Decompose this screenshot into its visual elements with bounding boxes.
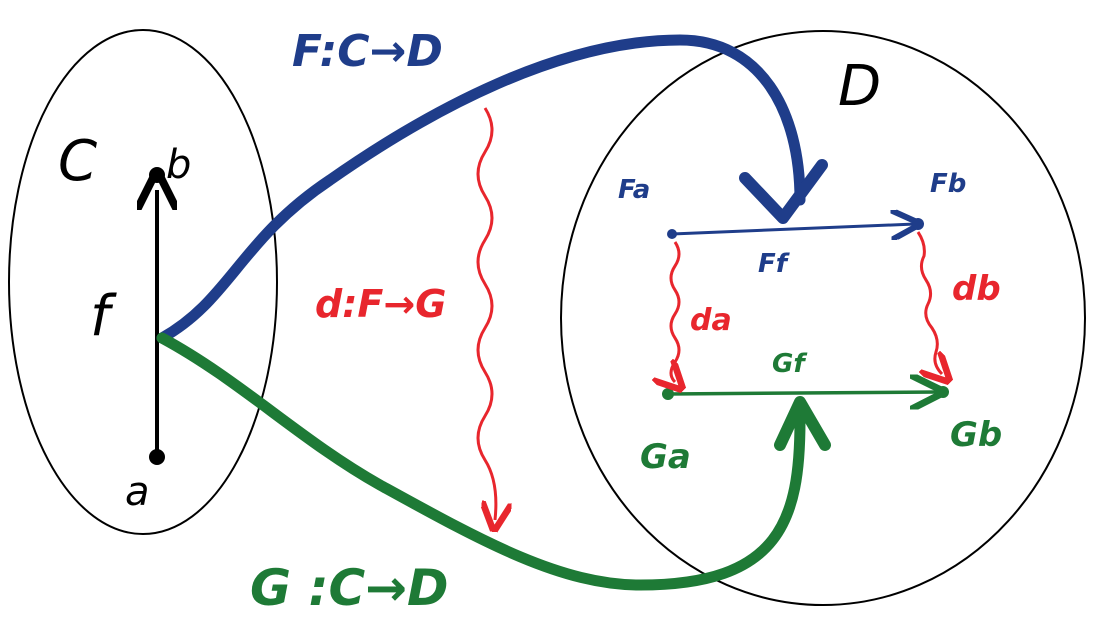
functor-G-arrowhead: [774, 396, 831, 451]
functor-G-label: G :C→D: [250, 559, 449, 617]
category-c-ellipse: [8, 29, 278, 535]
functor-F-label: F:C→D: [292, 26, 443, 77]
functor-F-curve: [156, 34, 806, 344]
Ff-label: Ff: [758, 249, 791, 279]
da-label: da: [690, 303, 732, 338]
category-c-label: C: [58, 129, 97, 194]
object-a-label: a: [125, 469, 150, 515]
db-wavy-arrow: [916, 231, 942, 374]
category-d-label: D: [838, 54, 881, 119]
Gb-dot: [937, 386, 949, 398]
Ga-label: Ga: [640, 437, 691, 477]
Gb-label: Gb: [950, 415, 1002, 455]
Gf-arrow: [667, 392, 938, 394]
Fb-label: Fb: [930, 169, 966, 199]
Ff-arrow: [671, 224, 915, 234]
da-wavy-arrow: [671, 241, 679, 382]
morphism-f-label: f: [90, 284, 117, 349]
Fa-dot: [667, 229, 677, 239]
Fa-label: Fa: [618, 175, 650, 205]
functor-F-arrowhead: [739, 159, 828, 224]
Ga-dot: [662, 388, 674, 400]
object-b-label: b: [166, 142, 191, 188]
db-label: db: [952, 269, 1001, 309]
Gf-label: Gf: [772, 349, 808, 379]
nat-trans-label: d:F→G: [315, 282, 446, 326]
Fb-dot: [912, 218, 924, 230]
category-d-ellipse: [560, 30, 1086, 606]
nat-trans-wavy-arrow: [476, 107, 496, 520]
object-a-dot: [149, 449, 165, 465]
object-b-dot: [149, 167, 165, 183]
functor-G-curve: [156, 332, 806, 591]
